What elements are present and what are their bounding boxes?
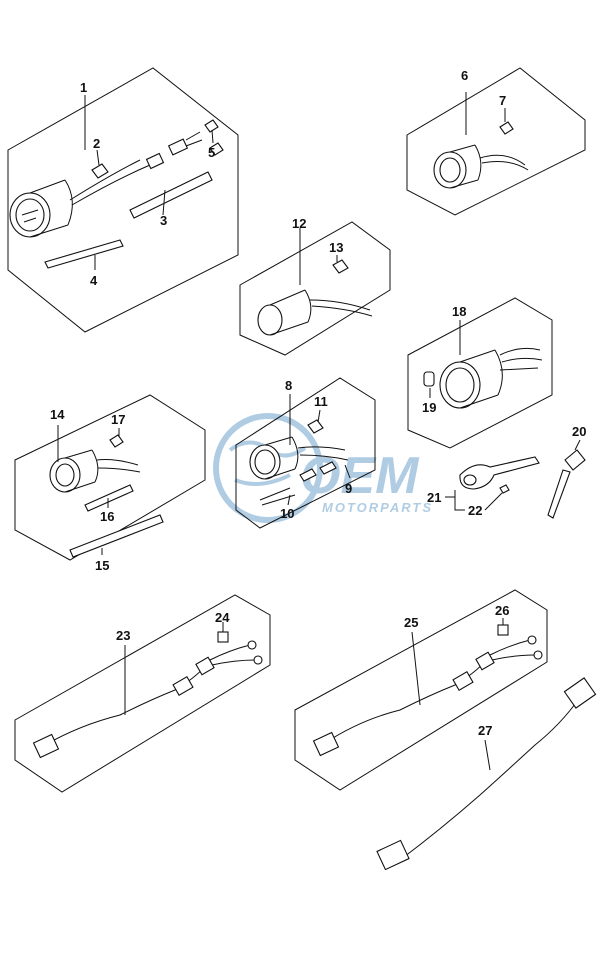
callout-19: 19 (422, 400, 436, 415)
group-20-22-brackets (445, 439, 586, 519)
callout-7: 7 (499, 93, 506, 108)
callout-18: 18 (452, 304, 466, 319)
callout-20: 20 (572, 424, 586, 439)
callout-11: 11 (314, 394, 328, 409)
group-1-tachometer-kit (7, 67, 239, 333)
callout-22: 22 (468, 503, 482, 518)
callout-14: 14 (50, 407, 65, 422)
group-12-gauge-kit (239, 221, 391, 356)
callout-labels: 1 2 3 4 5 6 7 8 9 10 11 12 13 14 15 16 1… (50, 68, 586, 738)
callout-12: 12 (292, 216, 306, 231)
callout-16: 16 (100, 509, 114, 524)
callout-15: 15 (95, 558, 109, 573)
callout-4: 4 (90, 273, 98, 288)
callout-23: 23 (116, 628, 130, 643)
callout-1: 1 (80, 80, 87, 95)
callout-3: 3 (160, 213, 167, 228)
callout-10: 10 (280, 506, 294, 521)
callout-9: 9 (345, 481, 352, 496)
group-8-gauge-kit (235, 377, 376, 529)
callout-27: 27 (478, 723, 492, 738)
group-25-harness (294, 589, 548, 791)
watermark-sub: MOTORPARTS (322, 500, 433, 515)
callout-5: 5 (208, 145, 215, 160)
group-18-gauge-kit (407, 297, 553, 449)
callout-26: 26 (495, 603, 509, 618)
group-14-gauge-kit (14, 394, 206, 561)
group-6-gauge-kit (406, 67, 586, 216)
callout-21: 21 (427, 490, 441, 505)
callout-13: 13 (329, 240, 343, 255)
watermark-brand: OEM (300, 447, 420, 505)
callout-6: 6 (461, 68, 468, 83)
callout-24: 24 (215, 610, 230, 625)
callout-2: 2 (93, 136, 100, 151)
part-27-cable (376, 677, 597, 871)
watermark: OEM MOTORPARTS (213, 413, 433, 523)
callout-8: 8 (285, 378, 292, 393)
group-23-harness (14, 594, 271, 793)
callout-25: 25 (404, 615, 418, 630)
callout-17: 17 (111, 412, 125, 427)
